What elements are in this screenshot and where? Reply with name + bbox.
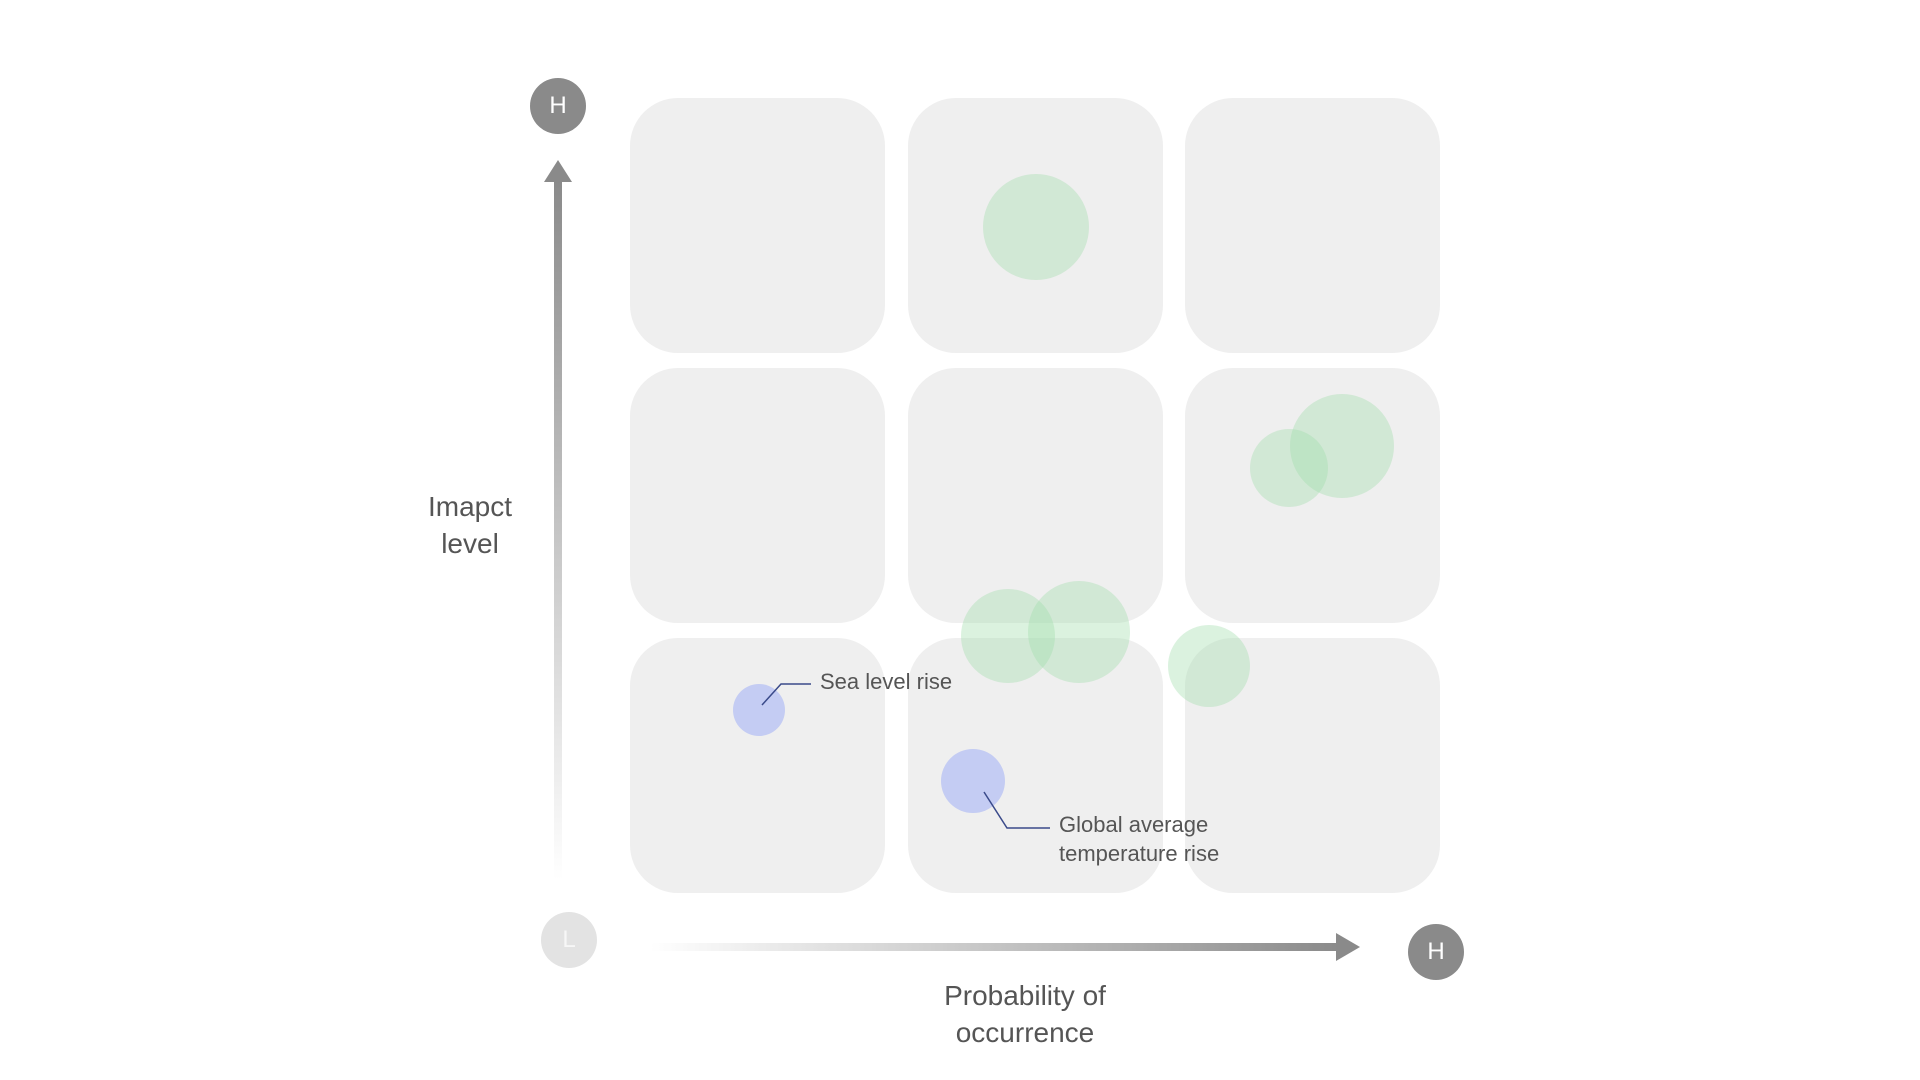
- risk-bubble: [1290, 394, 1394, 498]
- sea-level-rise-leader: [761, 683, 811, 706]
- cell-high-impact-medium-probability: [908, 98, 1163, 353]
- cell-low-impact-low-probability: [630, 638, 885, 893]
- cell-high-impact-high-probability: [1185, 98, 1440, 353]
- cell-high-impact-low-probability: [630, 98, 885, 353]
- x-axis-title-line1: Probability of: [944, 980, 1106, 1011]
- risk-bubble: [1250, 429, 1328, 507]
- y-axis-high-badge: H: [530, 78, 586, 134]
- y-axis-title: Imapct level: [405, 488, 535, 562]
- x-axis-title: Probability of occurrence: [885, 977, 1165, 1051]
- y-axis-title-line1: Imapct: [427, 491, 513, 522]
- x-axis-arrow: [650, 933, 1360, 961]
- temperature-rise-leader: [983, 791, 1050, 829]
- risk-bubble: [983, 174, 1089, 280]
- x-axis-title-line2: occurrence: [955, 1017, 1095, 1048]
- sea-level-rise-label: Sea level rise: [820, 669, 953, 694]
- cell-medium-impact-low-probability: [630, 368, 885, 623]
- cell-medium-impact-medium-probability: [908, 368, 1163, 623]
- risk-bubble: [1028, 581, 1130, 683]
- temperature-rise-bubble: [941, 749, 1005, 813]
- temperature-rise-label-line2: temperature rise: [1059, 841, 1220, 866]
- risk-bubble: [961, 589, 1055, 683]
- y-axis-title-line2: level: [441, 528, 499, 559]
- origin-low-badge: L: [541, 912, 597, 968]
- temperature-rise-label-line1: Global average: [1059, 812, 1209, 837]
- x-axis-high-badge: H: [1408, 924, 1464, 980]
- sea-level-rise-bubble: [733, 684, 785, 736]
- cell-low-impact-high-probability: [1185, 638, 1440, 893]
- temperature-rise-label: Global average temperature rise: [1059, 810, 1219, 868]
- risk-bubble: [1168, 625, 1250, 707]
- y-axis-arrow: [544, 160, 572, 880]
- cell-medium-impact-high-probability: [1185, 368, 1440, 623]
